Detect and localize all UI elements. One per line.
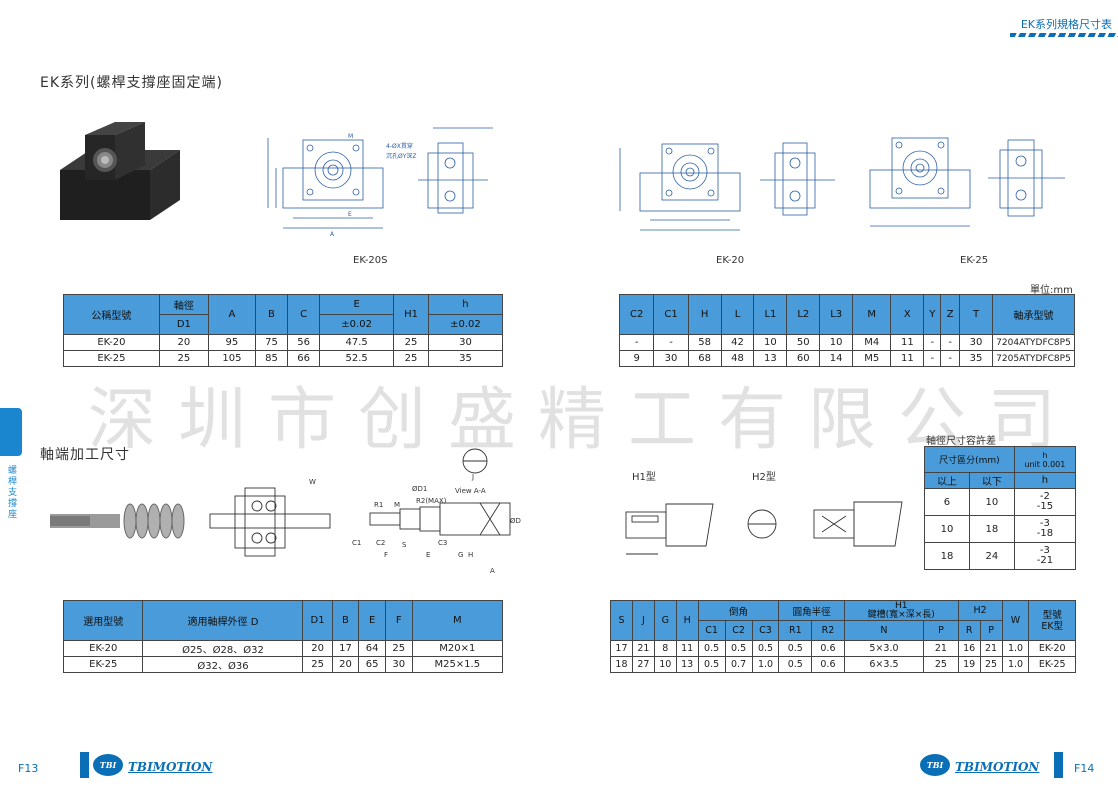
- label-j: J: [471, 473, 474, 481]
- brand-logo-left: TBI: [93, 754, 123, 776]
- table-row: 6 10 -2-15: [924, 488, 1077, 516]
- caption-h1: H1型: [632, 472, 656, 483]
- caption-h2: H2型: [752, 472, 776, 483]
- brand-name-right: TBIMOTION: [955, 760, 1040, 774]
- brand-bar-left: [80, 752, 89, 778]
- unit-label: 單位:mm: [1030, 285, 1073, 296]
- label-a2: A: [490, 567, 495, 575]
- table-row: 9 30 68 48 13 60 14 M5 11 - - 35 7205ATY…: [618, 350, 1075, 367]
- brand-name-left: TBIMOTION: [128, 760, 213, 774]
- tolerance-title: 軸徑尺寸容許差: [926, 436, 996, 447]
- label-c3: C3: [438, 539, 447, 547]
- label-a: A: [330, 231, 335, 238]
- table-row: 18 24 -3-21: [924, 542, 1077, 570]
- table-row: - - 58 42 10 50 10 M4 11 - - 30 7204ATYD…: [618, 334, 1075, 351]
- table-shaft-end: S J G H 倒角 圓角半徑 H1 鍵槽(寬×深×長) H2 W 型號 EK型…: [610, 600, 1076, 673]
- th-a: A: [207, 294, 256, 335]
- th-model: 公稱型號: [63, 294, 160, 335]
- h1-type-drawing: [625, 503, 714, 555]
- label-e: E: [348, 211, 352, 218]
- header-bar: [1010, 33, 1118, 37]
- th-shaft: 軸徑: [158, 294, 209, 315]
- caption-ek20s: EK-20S: [353, 255, 388, 266]
- label-c1: C1: [352, 539, 361, 547]
- support-block-photo: [60, 122, 180, 220]
- caption-ek20: EK-20: [716, 255, 745, 266]
- caption-ek25: EK-25: [960, 255, 989, 266]
- table-row: EK-25 25 105 85 66 52.5 25 35: [63, 350, 504, 367]
- table-row: EK-20 20 95 75 56 47.5 25 30: [63, 334, 504, 351]
- th-h: h: [427, 294, 504, 315]
- h2-type-drawing: [747, 501, 903, 547]
- table-ek-dims-left: 公稱型號 軸徑 A B C E H1 h D1 ±0.02 ±0.02 EK-2…: [63, 294, 504, 367]
- side-tab[interactable]: [0, 408, 22, 456]
- view-label: View A-A: [455, 487, 486, 495]
- page-number-left: F13: [18, 762, 39, 775]
- hole-note-2: 沉孔ØY深Z: [386, 152, 417, 160]
- label-e2: E: [426, 551, 430, 559]
- th-h1: H1: [393, 294, 429, 335]
- brand-logo-right: TBI: [920, 754, 950, 776]
- label-f: F: [384, 551, 388, 559]
- ek25-drawing: [869, 137, 1065, 227]
- page-number-right: F14: [1074, 762, 1095, 775]
- th-c: C: [287, 294, 321, 335]
- label-h: H: [468, 551, 473, 559]
- table-ek-dims-right: C2 C1 H L L1 L2 L3 M X Y Z T 軸承型號 - - 58…: [618, 294, 1075, 367]
- table-row: 10 18 -3-18: [924, 515, 1077, 543]
- table-shaft-selection: 選用型號 適用軸桿外徑 D D1 B E F M EK-20 Ø25、Ø28、Ø…: [62, 600, 504, 673]
- side-tab-label: 螺桿支撐座: [8, 466, 18, 520]
- label-w: W: [309, 478, 316, 486]
- th-e-tol: ±0.02: [319, 314, 395, 335]
- label-m: M: [348, 133, 353, 140]
- shaft-end-drawing: J View A-A R1 M R2(MAX) C1 C2 S C3 F E G…: [352, 448, 521, 575]
- ball-screw-photo: [50, 503, 185, 539]
- label-s: S: [402, 541, 407, 549]
- header-title: EK系列規格尺寸表: [1020, 18, 1112, 31]
- ek20s-drawing: A E M 4-ØX貫穿 沉孔ØY深Z: [267, 127, 493, 238]
- section-title-ek: EK系列(螺桿支撐座固定端): [40, 75, 223, 91]
- section-title-shaft: 軸端加工尺寸: [40, 447, 130, 463]
- th-d1: D1: [158, 314, 209, 335]
- table-tolerance: 尺寸區分(mm) h unit 0.001 以上 以下 h 6 10 -2-15…: [924, 446, 1077, 570]
- hole-note-1: 4-ØX貫穿: [386, 142, 413, 150]
- label-r1: R1: [374, 501, 383, 509]
- table-row: 18 27 10 13 0.5 0.7 1.0 0.5 0.6 6×3.5 25…: [610, 656, 1076, 673]
- th-h-tol: ±0.02: [427, 314, 504, 335]
- label-m2: M: [394, 501, 400, 509]
- th-e: E: [319, 294, 395, 315]
- watermark: 深圳市创盛精工有限公司: [88, 381, 1079, 460]
- label-c2: C2: [376, 539, 385, 547]
- table-row: EK-20 Ø25、Ø28、Ø32 20 17 64 25 M20×1: [62, 640, 504, 657]
- label-d1: ØD1: [412, 485, 427, 493]
- table-row: 17 21 8 11 0.5 0.5 0.5 0.5 0.6 5×3.0 21 …: [610, 640, 1076, 657]
- label-g: G: [458, 551, 463, 559]
- label-r2: R2(MAX): [416, 497, 447, 505]
- shaft-assembly-drawing: W: [209, 478, 331, 557]
- ek20-drawing: [619, 142, 835, 231]
- table-row: EK-25 Ø32、Ø36 25 20 65 30 M25×1.5: [62, 656, 504, 673]
- th-b: B: [254, 294, 289, 335]
- label-d: ØD: [510, 517, 521, 525]
- brand-bar-right: [1054, 752, 1063, 778]
